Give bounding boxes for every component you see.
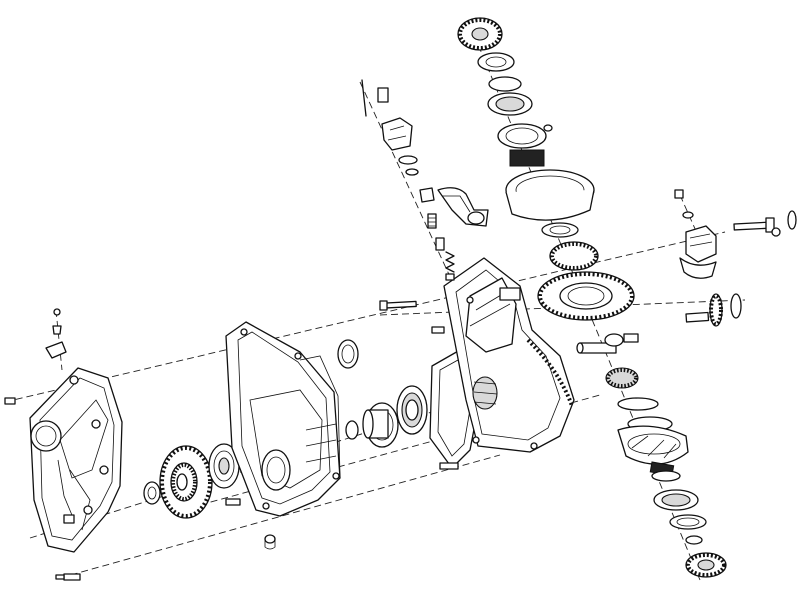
clamp-bracket (679, 225, 717, 279)
side-gear (685, 293, 742, 327)
mounting-bolt (674, 189, 797, 237)
lower-bearing (653, 489, 699, 511)
upper-stack (457, 17, 595, 238)
lower-axis-line (59, 454, 501, 579)
thrust-washer (541, 222, 579, 238)
lower-race (669, 514, 707, 545)
gear-bearing (208, 443, 241, 506)
seal-ring (337, 339, 359, 440)
shift-spring (445, 251, 455, 281)
upper-race (497, 123, 547, 149)
vent-fitting (45, 308, 67, 359)
housing-boss (499, 287, 521, 301)
idler-gear (159, 445, 213, 519)
pinion-shaft (576, 333, 639, 389)
main-housing (225, 321, 341, 517)
ring-gear (537, 241, 635, 321)
housing-ring-teeth (526, 338, 574, 407)
lock-ring (685, 552, 727, 578)
front-cover (29, 367, 123, 553)
through-bolt (379, 300, 459, 470)
assembly-axis-lines (4, 24, 746, 581)
output-housing (443, 257, 575, 453)
housing-dowel (264, 534, 276, 550)
cover-plug (63, 514, 75, 524)
drive-pinion (143, 481, 161, 505)
spline-hub (509, 149, 545, 167)
differential-case (617, 397, 689, 482)
top-washer (477, 52, 515, 72)
threaded-stud (427, 213, 445, 251)
sleeve-bushing (362, 409, 389, 439)
tapered-bearing (396, 385, 428, 435)
vent-axis-line (55, 309, 63, 371)
upper-axis-line (4, 231, 726, 403)
cover-bolt (4, 397, 81, 581)
shift-fork (437, 187, 489, 227)
actuator-assembly (361, 79, 435, 203)
